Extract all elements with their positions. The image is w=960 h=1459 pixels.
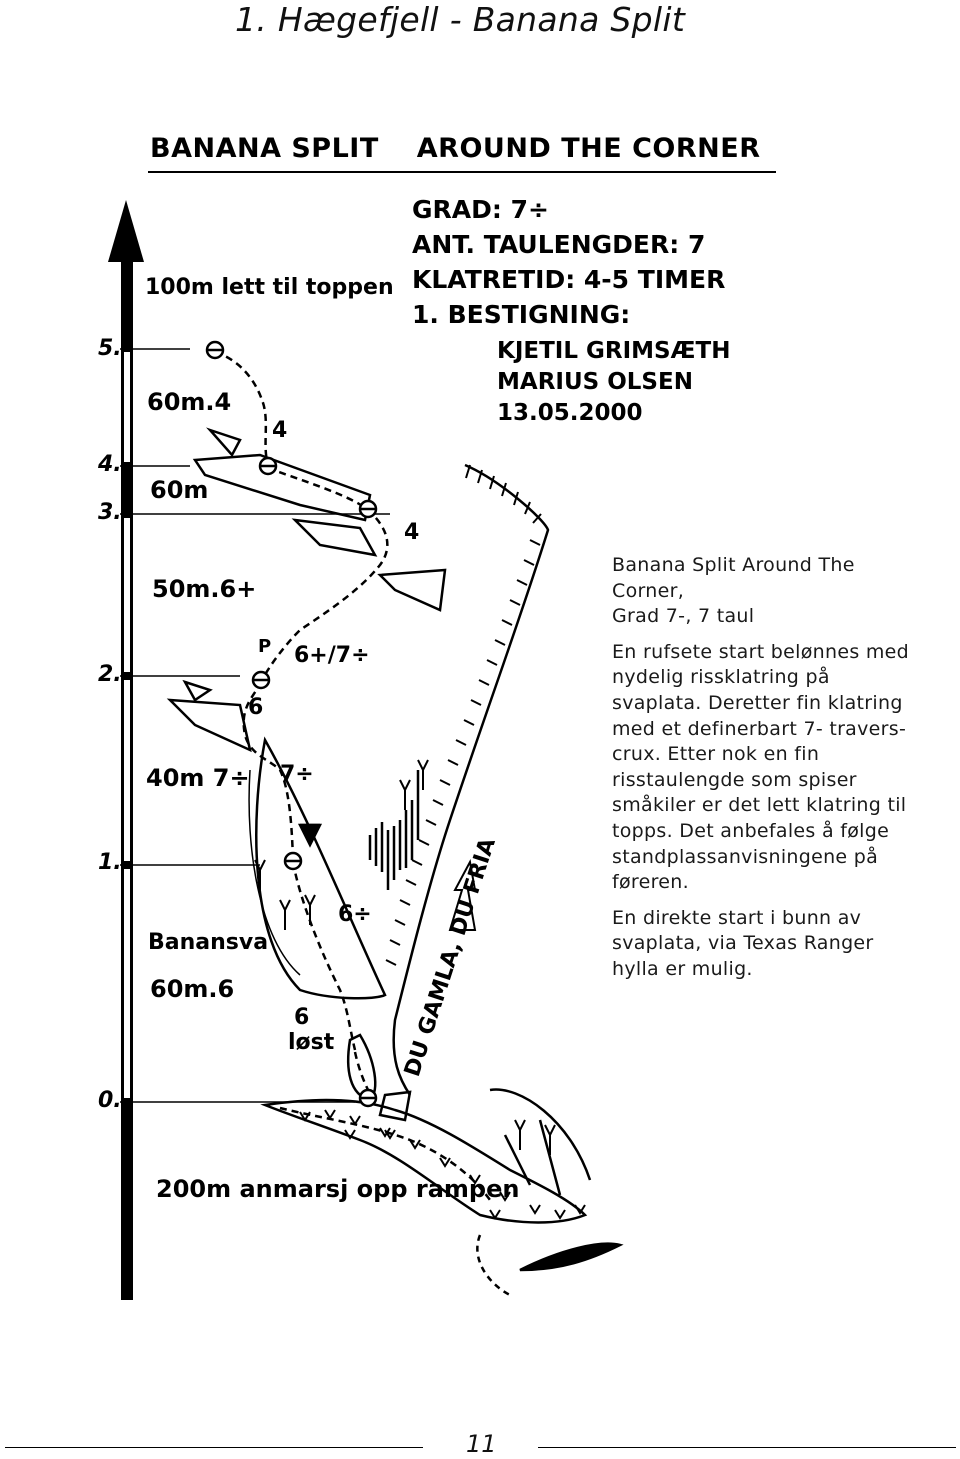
description-body-line: småkiler er det lett klatring til [612,794,907,817]
belay-markers [205,340,378,1108]
scale-mark-1: 1. [98,850,122,875]
description-body-line: topps. Det anbefales å følge [612,819,890,842]
first-ascent-names: KJETIL GRIMSÆTH MARIUS OLSEN 13.05.2000 [497,336,731,429]
loose-rock-note: løst [288,1030,335,1055]
pitch-1-name: Banansva [148,930,269,955]
description-footer-line: svaplata, via Texas Ranger [612,932,874,955]
pitches-label: ANT. TAULENGDER: 7 [412,230,706,259]
scale-mark-3: 3. [98,500,122,525]
tree-marks [254,759,556,1155]
grade-mark-6: 6 [248,695,264,720]
description-body-line: crux. Etter nok en fin [612,743,820,766]
rock-features [166,427,624,1297]
footer-rule-left [5,1447,423,1448]
grade-mark-4a: 4 [272,418,288,443]
first-ascent-label: 1. BESTIGNING: [412,300,631,329]
time-label: KLATRETID: 4-5 TIMER [412,265,726,294]
neighbour-route-arrow [448,858,477,931]
description-body-line: med et definerbart 7- travers- [612,717,907,740]
pitch-5-label: 60m.4 [147,388,232,416]
route-stats: GRAD: 7÷ ANT. TAULENGDER: 7 KLATRETID: 4… [412,192,725,332]
description-footer-line: En direkte start i bunn av [612,906,862,929]
description-body-line: standplassanvisningene på [612,845,879,868]
crack-hatching [297,770,420,890]
height-scale-bar [108,200,390,1300]
description-footer: En direkte start i bunn av svaplata, via… [612,906,957,983]
grade-mark-6-minus: 6÷ [338,902,372,927]
footer-rule-right [538,1447,956,1448]
pitch-4-label: 60m [150,476,209,504]
scale-mark-5: 5. [98,336,122,361]
page-title: 1. Hægefjell - Banana Split [235,0,686,39]
route-name-subtitle: AROUND THE CORNER [416,133,761,164]
approach-note: 200m anmarsj opp rampen [156,1175,520,1203]
description-header: Banana Split Around The Corner, Grad 7-,… [612,553,957,630]
first-ascent-name-2: MARIUS OLSEN [497,369,693,395]
description-body-line: risstaulengde som spiser [612,768,857,791]
description-body-line: svaplata. Deretter fin klatring [612,691,903,714]
description-header-line: Corner, [612,579,685,602]
route-line [214,350,492,1201]
scale-mark-2: 2. [98,662,122,687]
description-footer-line: hylla er mulig. [612,957,753,980]
title-underline [148,171,776,173]
pitch-1-label: 60m.6 [150,975,235,1003]
grade-mark-4b: 4 [404,520,420,545]
pitch-2-label: 40m 7÷ [146,764,250,792]
grade-mark-6-7: 6+/7÷ [294,643,370,668]
description-body-line: føreren. [612,871,689,894]
page-number: 11 [466,1430,497,1458]
pitch-3-label: 50m.6+ [152,575,257,603]
first-ascent-date: 13.05.2000 [497,400,643,426]
route-name: BANANA SPLIT [150,133,379,164]
first-ascent-name-1: KJETIL GRIMSÆTH [497,338,731,364]
scale-mark-0: 0. [98,1088,122,1113]
description-header-line: Grad 7-, 7 taul [612,605,755,628]
description-body-line: En rufsete start belønnes med [612,640,910,663]
topo-route-title: BANANA SPLIT AROUND THE CORNER [150,133,761,164]
route-description: Banana Split Around The Corner, Grad 7-,… [612,553,957,993]
grade-mark-7: 7÷ [280,762,314,787]
vegetation-marks [299,1109,586,1220]
grade-mark-p: P [258,636,272,657]
grade-label: GRAD: 7÷ [412,195,549,224]
top-note: 100m lett til toppen [145,275,394,300]
description-header-line: Banana Split Around The [612,554,855,576]
description-body-line: nydelig rissklatring på [612,666,830,689]
description-body: En rufsete start belønnes med nydelig ri… [612,640,957,896]
scale-mark-4: 4. [98,452,122,477]
wall-edge-ticks [385,464,542,966]
grade-mark-6c: 6 [294,1005,310,1030]
